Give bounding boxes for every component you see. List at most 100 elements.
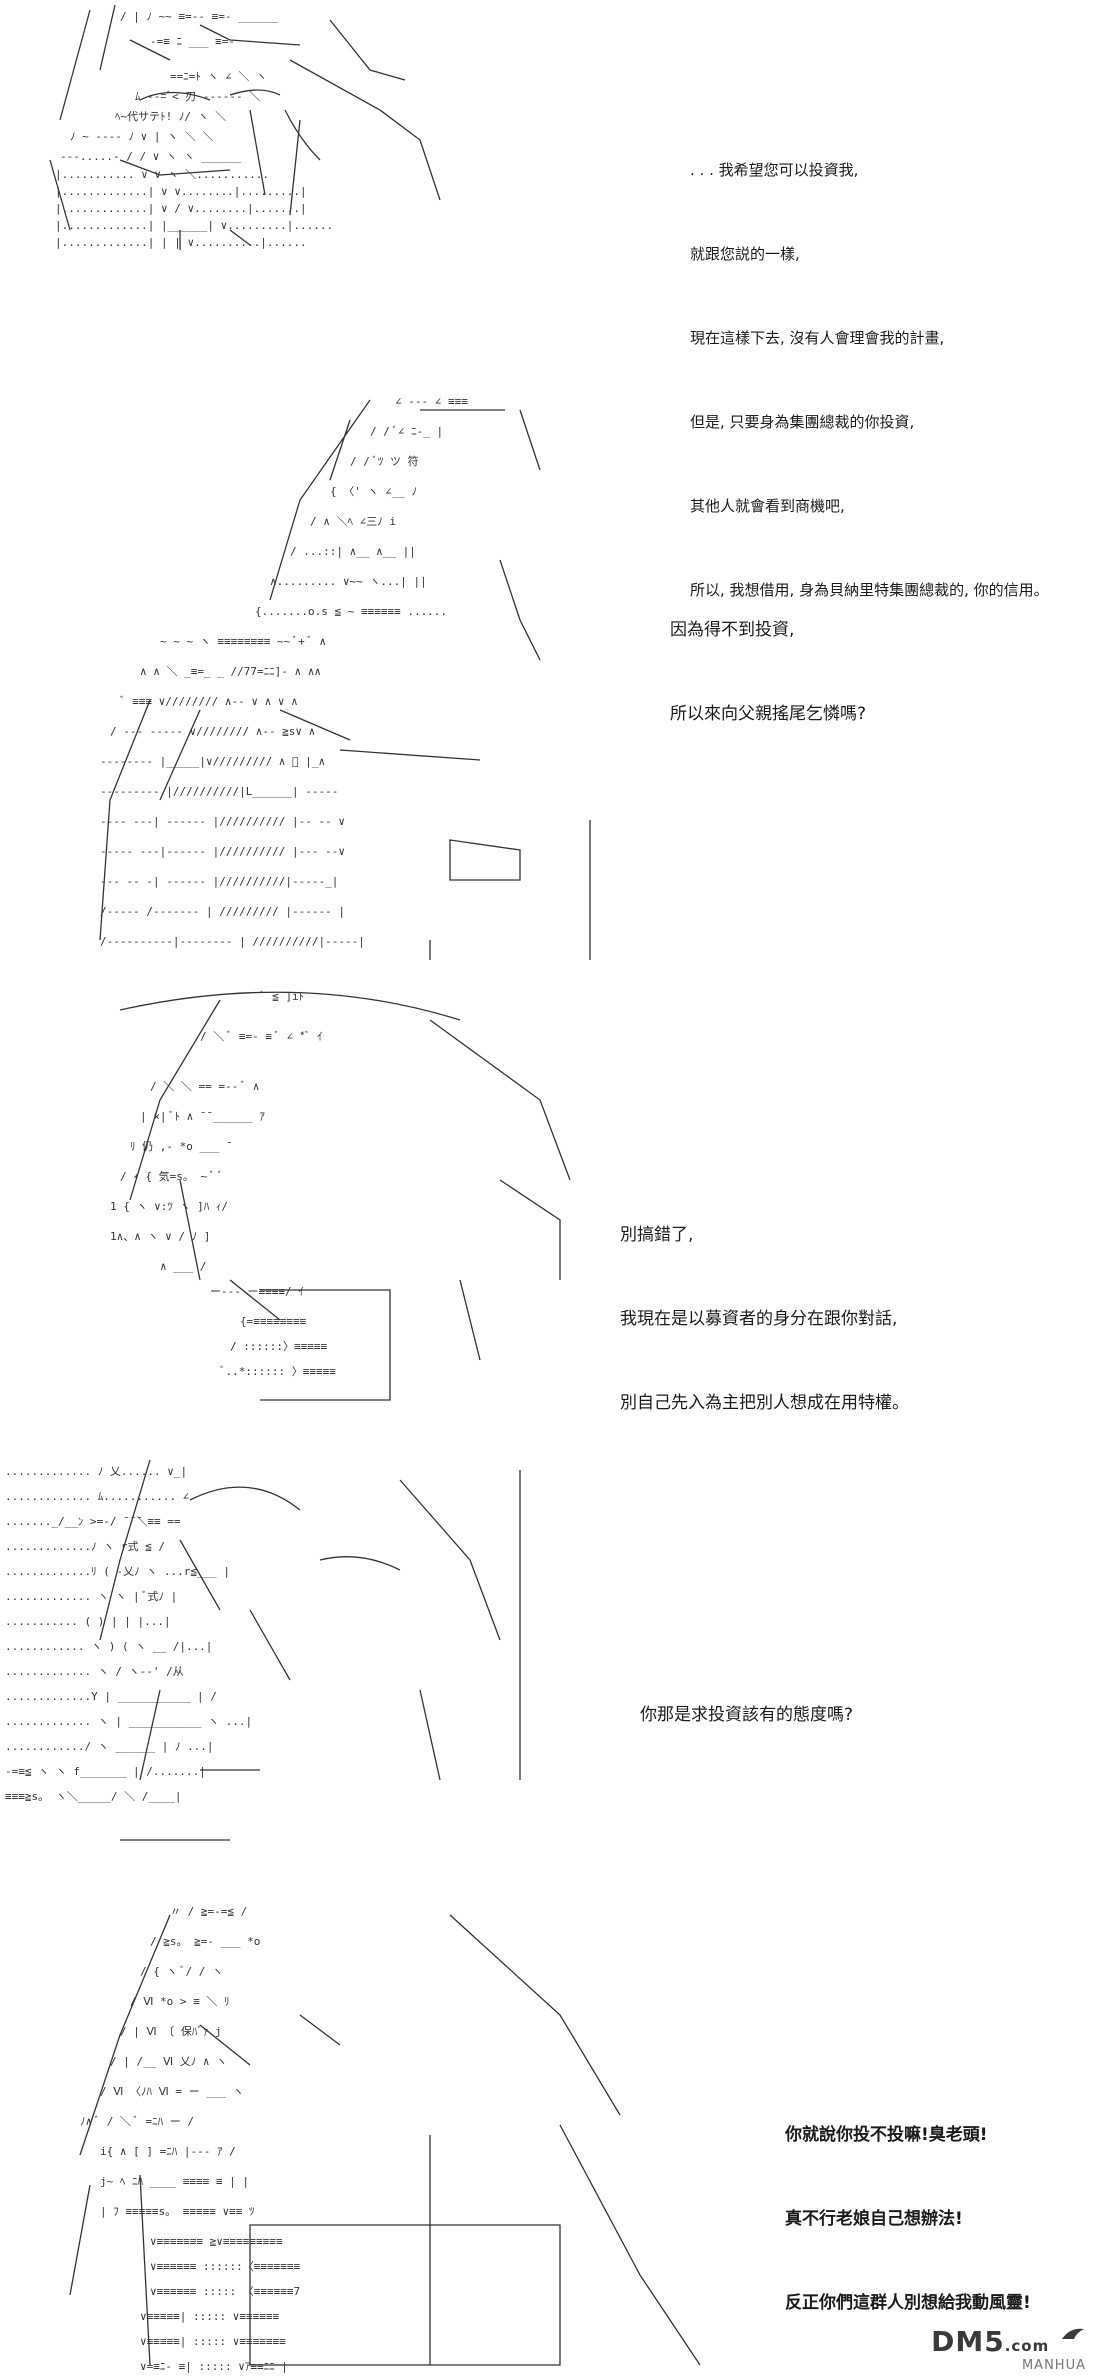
- svg-text:ﾑ --=ﾞ< 刃 ------ ＼: ﾑ --=ﾞ< 刃 ------ ＼: [135, 90, 260, 103]
- dialog-line: 反正你們這群人別想給我動風靈!: [785, 2293, 1031, 2313]
- svg-text:≡≡≡≧s。 ヽ＼_____/ ＼ /____|: ≡≡≡≧s。 ヽ＼_____/ ＼ /____|: [5, 1790, 181, 1803]
- svg-text:ﾞ ≡≡≡ ∨//////// ∧-- ∨ ∧ ∨ ∧: ﾞ ≡≡≡ ∨//////// ∧-- ∨ ∧ ∨ ∧: [120, 695, 298, 708]
- svg-text:∨≡≡≡≡≡| ::::: ∨≡≡≡≡≡≡: ∨≡≡≡≡≡| ::::: ∨≡≡≡≡≡≡: [140, 2310, 279, 2323]
- watermark-brand: DM5: [931, 2325, 1005, 2358]
- svg-text:--- -- -| ------ |//////////|-: --- -- -| ------ |//////////|-----_|: [100, 875, 338, 888]
- bird-logo-icon: [1062, 2328, 1084, 2339]
- svg-text:〃 / ≧=-=≦ /: 〃 / ≧=-=≦ /: [170, 1905, 247, 1918]
- ascii-illustration: 〃 / ≧=-=≦ / / ≧s。 ≧=- ___ *o / { ヽ ﾞ/ / …: [69, 1905, 701, 2373]
- svg-text:............ ヽ ) ( ヽ _: ............ ヽ ) ( ヽ __ /|...|: [5, 1640, 212, 1653]
- svg-text:-=≡ ﾆ ___ ≡=-: -=≡ ﾆ ___ ≡=-: [150, 35, 235, 48]
- svg-text:/ | /__ Ⅵ 乂ﾉ ∧ ヽ: / | /__ Ⅵ 乂ﾉ ∧ ヽ: [110, 2055, 227, 2068]
- dialog-line: 所以, 我想借用, 身為貝納里特集團總裁的, 你的信用。: [690, 581, 1049, 599]
- svg-text:∧......... ∨~~ ヽ...| ||: ∧......... ∨~~ ヽ...| ||: [270, 575, 427, 588]
- ascii-art-figure-4: ............. ﾉ 乂...... ∨_| ............…: [0, 1440, 560, 1880]
- svg-text:/ --- ----- ∨//////// ∧-- ≧s∨: / --- ----- ∨//////// ∧-- ≧s∨ ∧: [110, 725, 315, 738]
- svg-text:/ / ﾞ∠ ﾆ-_ |: / / ﾞ∠ ﾆ-_ |: [370, 425, 443, 438]
- dialog-line: 別搞錯了,: [620, 1225, 694, 1245]
- ascii-art-figure-2: ∠ --- ∠ ≡≡≡ / / ﾞ∠ ﾆ-_ | / / ﾞﾂ ツ 符 { 〈'…: [0, 380, 700, 960]
- dialog-line: 你那是求投資該有的態度嗎?: [640, 1705, 854, 1725]
- panel-4: ............. ﾉ 乂...... ∨_| ............…: [0, 1440, 1100, 1880]
- svg-text:ﾞ ≦ ]iﾄ: ﾞ ≦ ]iﾄ: [260, 990, 304, 1003]
- svg-text:ﾉ∧ ﾞ / ＼ ﾞ =ﾆﾊ ー /: ﾉ∧ ﾞ / ＼ ﾞ =ﾆﾊ ー /: [80, 2115, 194, 2128]
- dialog-line: 就跟您説的一樣,: [690, 245, 800, 263]
- svg-text:ﾞ..*:::::: 〉≡≡≡≡≡: ﾞ..*:::::: 〉≡≡≡≡≡: [220, 1365, 336, 1378]
- svg-text:---.....- / / ∨ ヽ ヽ ____: ---.....- / / ∨ ヽ ヽ ______: [60, 150, 241, 163]
- svg-text:............. ヽ | ________: ............. ヽ | ___________ ヽ ...|: [5, 1715, 252, 1728]
- svg-text:/ ＼ ＼ == =-- ﾞ ∧: / ＼ ＼ == =-- ﾞ ∧: [150, 1080, 259, 1093]
- svg-text:............/ ヽ ______: ............/ ヽ ______ | ﾉ ...|: [5, 1740, 214, 1753]
- svg-text:/----- /------- | ///////// |-: /----- /------- | ///////// |------ |: [100, 905, 345, 918]
- svg-text:|.............| |______| ∨..: |.............| |______| ∨.........|....…: [55, 219, 333, 232]
- svg-text:∧ ∧ ＼ _≡=_ _ //77=ﾆﾆ]- ∧ ∧∧: ∧ ∧ ＼ _≡=_ _ //77=ﾆﾆ]- ∧ ∧∧: [140, 665, 321, 678]
- panel-1: / | ﾉ ~~ ≡=-- ≡=- ______ -=≡ ﾆ ___ ≡=- =…: [0, 0, 1100, 599]
- svg-text:ﾍ~代サテﾄ! ﾉ/ ヽ ＼: ﾍ~代サテﾄ! ﾉ/ ヽ ＼: [115, 110, 226, 123]
- svg-text:{ 〈' ヽ ∠__ ﾉ: { 〈' ヽ ∠__ ﾉ: [330, 485, 417, 498]
- svg-text:|........... ∨ ∨ ヽ ＼......: |........... ∨ ∨ ヽ ＼...........: [55, 168, 269, 181]
- dialog-line: 因為得不到投資,: [670, 620, 795, 640]
- svg-text:/ Ⅵ *o > ≡ ＼ ﾘ: / Ⅵ *o > ≡ ＼ ﾘ: [130, 1995, 230, 2008]
- svg-text:j~ ﾍ ﾆﾊ ____ ≡≡≡≡ ≡ | |: j~ ﾍ ﾆﾊ ____ ≡≡≡≡ ≡ | |: [100, 2175, 249, 2188]
- svg-text:∨≡≡≡≡≡≡ ::::: 〈≡≡≡≡≡≡7: ∨≡≡≡≡≡≡ ::::: 〈≡≡≡≡≡≡7: [150, 2285, 300, 2298]
- ascii-illustration: ∠ --- ∠ ≡≡≡ / / ﾞ∠ ﾆ-_ | / / ﾞﾂ ツ 符 { 〈'…: [99, 395, 591, 960]
- ascii-art-figure-3: ﾞ ≦ ]iﾄ / ＼ ﾞ ≡=- ≡ ﾞ ∠ *ﾞ ｲ / ＼ ＼ == =-…: [0, 980, 620, 1420]
- ascii-illustration: / | ﾉ ~~ ≡=-- ≡=- ______ -=≡ ﾆ ___ ≡=- =…: [49, 4, 441, 250]
- svg-text:| ×| ﾞﾄ ∧ ̄ ̄ ______ ｱ: | ×| ﾞﾄ ∧ ̄ ̄ ______ ｱ: [140, 1110, 265, 1123]
- svg-text:∨≡≡≡≡≡≡≡ ≧∨≡≡≡≡≡≡≡≡≡: ∨≡≡≡≡≡≡≡ ≧∨≡≡≡≡≡≡≡≡≡: [150, 2235, 283, 2248]
- svg-text:/ Ⅵ 〈ﾉﾊ Ⅵ = ー ___ ヽ: / Ⅵ 〈ﾉﾊ Ⅵ = ー ___ ヽ: [100, 2085, 244, 2098]
- svg-text:--------- |//////////|L______|: --------- |//////////|L______| -----: [100, 785, 338, 798]
- svg-text:----- ---|------ |////////// |: ----- ---|------ |////////// |--- --∨: [100, 845, 345, 858]
- svg-text:/ ∧ ＼ﾍ ∠三ﾉ i: / ∧ ＼ﾍ ∠三ﾉ i: [310, 515, 396, 528]
- svg-text:........... ( ) | |: ........... ( ) | | |...|: [5, 1615, 171, 1628]
- svg-text:/ ｨ { 気=s。 ~ ﾞ ﾞ: / ｨ { 気=s。 ~ ﾞ ﾞ: [120, 1169, 223, 1183]
- dialog-line: 別自己先入為主把別人想成在用特權。: [620, 1393, 909, 1413]
- ascii-illustration: ............. ﾉ 乂...... ∨_| ............…: [5, 1459, 521, 1841]
- svg-text:/ | ﾉ ~~ ≡=-- ≡=- ______: / | ﾉ ~~ ≡=-- ≡=- ______: [120, 10, 278, 23]
- svg-text:∨≡≡≡≡≡| ::::: ∨≡≡≡≡≡≡≡: ∨≡≡≡≡≡| ::::: ∨≡≡≡≡≡≡≡: [140, 2335, 286, 2348]
- svg-text:{.......o.s ≦ ~ ≡≡≡≡≡≡ ......: {.......o.s ≦ ~ ≡≡≡≡≡≡ ......: [255, 605, 447, 618]
- svg-text:∧ ___ /: ∧ ___ /: [160, 1260, 206, 1273]
- svg-text:1 { ヽ ∨:ﾂ ヽ ]ﾊ ｨ/: 1 { ヽ ∨:ﾂ ヽ ]ﾊ ｨ/: [110, 1200, 228, 1213]
- dialog-box-1: . . . 我希望您可以投資我, 就跟您説的一樣, 現在這樣下去, 沒有人會理會…: [690, 100, 1049, 660]
- svg-text:|.............| | | ∨....: |.............| | | ∨..........|......: [55, 236, 307, 249]
- svg-text:∨=≡ﾆ- ≡| ::::: ∨ｱ≡≡ﾆﾆ |: ∨=≡ﾆ- ≡| ::::: ∨ｱ≡≡ﾆﾆ |: [140, 2360, 288, 2373]
- svg-text:/ ＼ ﾞ ≡=- ≡ ﾞ ∠ *ﾞ ｲ: / ＼ ﾞ ≡=- ≡ ﾞ ∠ *ﾞ ｲ: [200, 1030, 323, 1043]
- svg-text:i{ ∧ [ ] =ﾆﾊ |--- ｱ /: i{ ∧ [ ] =ﾆﾊ |--- ｱ /: [100, 2145, 236, 2158]
- svg-text:/ ...::| ∧__ ∧__ ||: / ...::| ∧__ ∧__ ||: [290, 545, 416, 558]
- ascii-illustration: ﾞ ≦ ]iﾄ / ＼ ﾞ ≡=- ≡ ﾞ ∠ *ﾞ ｲ / ＼ ＼ == =-…: [110, 990, 571, 1401]
- dialog-line: 你就說你投不投嘛!臭老頭!: [785, 2125, 988, 2145]
- dialog-line: 所以來向父親搖尾乞憐嗎?: [670, 704, 867, 724]
- svg-text:/ ≧s。 ≧=- ___ *o: / ≧s。 ≧=- ___ *o: [150, 1935, 260, 1948]
- dialog-box-2: 因為得不到投資, 所以來向父親搖尾乞憐嗎?: [670, 560, 866, 784]
- svg-text:ー--- ー≡≡≡≡/ ｲ: ー--- ー≡≡≡≡/ ｲ: [210, 1285, 304, 1298]
- svg-text:............. ヽ / ヽ--': ............. ヽ / ヽ--' /从: [5, 1665, 184, 1678]
- svg-text:/ { ヽ ﾞ/ /: / { ヽ ﾞ/ / ヽ: [140, 1965, 223, 1978]
- svg-text:ﾉ ~ ---- ﾉ ∨ | ヽ ＼ ＼: ﾉ ~ ---- ﾉ ∨ | ヽ ＼ ＼: [70, 130, 213, 143]
- svg-text:∠ --- ∠ ≡≡≡: ∠ --- ∠ ≡≡≡: [395, 395, 468, 408]
- dialog-line: 但是, 只要身為集團總裁的你投資,: [690, 413, 915, 431]
- dialog-box-3: 別搞錯了, 我現在是以募資者的身分在跟你對話, 別自己先入為主把別人想成在用特權…: [620, 1165, 909, 1473]
- svg-text:{=≡≡≡≡≡≡≡≡: {=≡≡≡≡≡≡≡≡: [240, 1315, 307, 1328]
- watermark-sub: MANHUA: [1021, 2358, 1086, 2373]
- svg-text:............. ﾑ...........: ............. ﾑ........... ∠: [5, 1490, 189, 1503]
- ascii-art-figure-1: / | ﾉ ~~ ≡=-- ≡=- ______ -=≡ ﾆ ___ ≡=- =…: [0, 0, 640, 250]
- dialog-line: 現在這樣下去, 沒有人會理會我的計畫,: [690, 329, 945, 347]
- svg-text:-------- |_____|∨///////// ∧ ﾞ: -------- |_____|∨///////// ∧ ﾞ |_∧: [100, 755, 325, 768]
- svg-text:| ﾌ ≡≡≡≡≡s。 ≡≡≡≡≡ ∨≡≡ ﾂ: | ﾌ ≡≡≡≡≡s。 ≡≡≡≡≡ ∨≡≡ ﾂ: [100, 2205, 255, 2218]
- svg-text:.............ﾘ ( -乂ﾉ ヽ ...r≦: .............ﾘ ( -乂ﾉ ヽ ...r≦___ |: [5, 1565, 230, 1578]
- svg-text:ﾘ 仍 ,- *o ___ ̄: ﾘ 仍 ,- *o ___ ̄: [130, 1140, 231, 1153]
- dialog-box-4: 你那是求投資該有的態度嗎?: [640, 1645, 853, 1785]
- svg-text:.............Y | ________: .............Y | ___________ | /: [5, 1690, 217, 1703]
- dialog-line: 其他人就會看到商機吧,: [690, 497, 845, 515]
- panel-5: 〃 / ≧=-=≦ / / ≧s。 ≧=- ___ *o / { ヽ ﾞ/ / …: [0, 1895, 1100, 2377]
- panel-3: ﾞ ≦ ]iﾄ / ＼ ﾞ ≡=- ≡ ﾞ ∠ *ﾞ ｲ / ＼ ＼ == =-…: [0, 980, 1100, 1420]
- svg-text:==ﾆ=ﾄ ヽ ∠ ＼ ヽ: ==ﾆ=ﾄ ヽ ∠ ＼ ヽ: [170, 70, 267, 83]
- svg-text:............. ﾉ 乂......: ............. ﾉ 乂...... ∨_|: [5, 1465, 187, 1478]
- site-watermark: DM5.com MANHUA: [931, 2325, 1086, 2373]
- dialog-line: 我現在是以募資者的身分在跟你對話,: [620, 1309, 898, 1329]
- svg-text:.............ﾉ ヽ r式 ≦: .............ﾉ ヽ r式 ≦ /: [5, 1540, 165, 1553]
- svg-text:/ | Ⅵ 〔 保ﾊﾞｧ j: / | Ⅵ 〔 保ﾊﾞｧ j: [120, 2024, 222, 2038]
- dialog-box-5: 你就說你投不投嘛!臭老頭! 真不行老娘自己想辦法! 反正你們這群人別想給我動風靈…: [785, 2065, 1031, 2373]
- dialog-line: . . . 我希望您可以投資我,: [690, 161, 859, 179]
- svg-text:∨≡≡≡≡≡≡ ::::::〈≡≡≡≡≡≡≡: ∨≡≡≡≡≡≡ ::::::〈≡≡≡≡≡≡≡: [150, 2260, 300, 2273]
